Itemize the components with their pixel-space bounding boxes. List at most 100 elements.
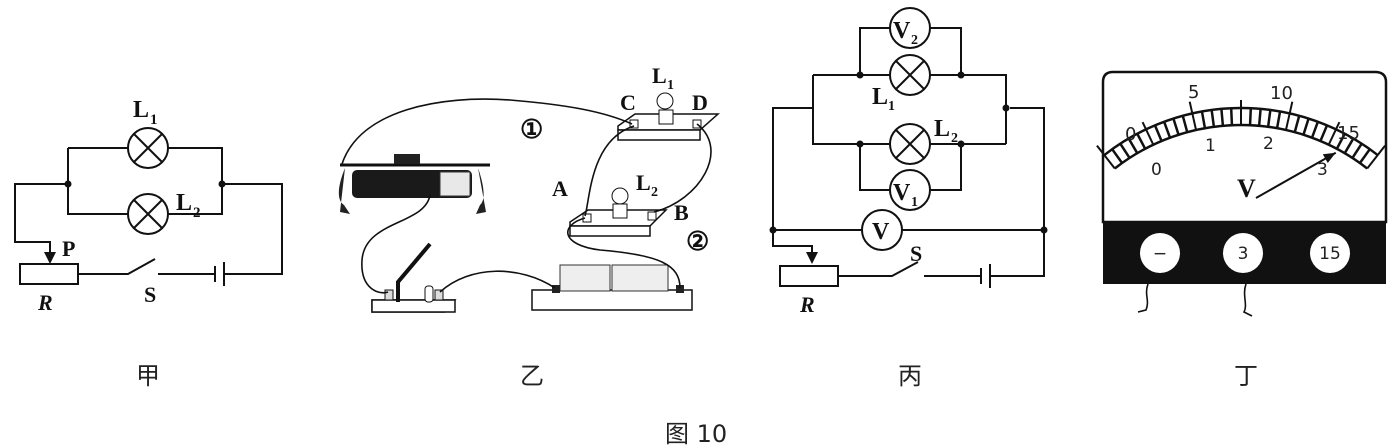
label-wire-2: ② xyxy=(686,227,709,256)
terminal-15v-label: 15 xyxy=(1319,244,1341,264)
switch-icon xyxy=(78,258,215,275)
label-bing-l1: L xyxy=(872,84,888,110)
unit-label: V xyxy=(1237,174,1256,203)
battery-icon xyxy=(214,262,225,286)
label-r: R xyxy=(799,292,815,317)
label-wire-1: ① xyxy=(520,115,543,144)
knife-switch xyxy=(371,242,457,313)
lower-tick-2: 2 xyxy=(1263,134,1274,154)
scale-tick xyxy=(1358,148,1371,164)
label-s: S xyxy=(144,282,156,307)
slider-arrow-icon xyxy=(806,252,818,264)
label-bing-l2: L xyxy=(934,116,950,142)
label-l2-sub: 2 xyxy=(193,205,201,221)
scale-tick xyxy=(1275,111,1282,129)
circuit-jia: L 1 L 2 P R S xyxy=(14,97,283,315)
upper-tick-10: 10 xyxy=(1270,83,1293,104)
outer-loop xyxy=(772,107,1045,231)
label-s: S xyxy=(910,241,922,266)
scale-tick xyxy=(1302,118,1310,136)
label-v: V xyxy=(872,219,890,245)
label-r: R xyxy=(37,290,53,315)
wire-c-to-a xyxy=(584,125,635,217)
label-bing-l1-sub: 1 xyxy=(888,99,895,114)
label-bing-l2-sub: 2 xyxy=(951,131,958,146)
label-d: D xyxy=(692,90,708,115)
label-b: B xyxy=(674,200,689,225)
wire-d-to-b xyxy=(653,123,712,213)
scale-tick xyxy=(1127,137,1139,154)
rheostat-device xyxy=(338,154,490,214)
scale-tick xyxy=(1111,148,1124,164)
scale-tick xyxy=(1293,115,1301,133)
lower-tick-0: 0 xyxy=(1151,160,1162,180)
scale-tick xyxy=(1136,133,1147,150)
scale-tick xyxy=(1200,111,1207,129)
scale-tick xyxy=(1351,142,1363,159)
terminal-15v[interactable] xyxy=(1310,233,1350,273)
scale-tick xyxy=(1335,133,1346,150)
parallel-branches xyxy=(67,147,223,215)
wire-return xyxy=(222,183,283,275)
scale-tick xyxy=(1162,121,1172,139)
scale-tick xyxy=(1257,108,1262,126)
lower-tick-3: 3 xyxy=(1317,160,1328,180)
upper-tick-5: 5 xyxy=(1188,82,1199,103)
label-p: P xyxy=(62,236,75,261)
scale-tick xyxy=(1153,124,1163,142)
scale-tick xyxy=(1096,144,1116,170)
label-yi-l2-sub: 2 xyxy=(651,185,658,200)
v2-branch xyxy=(859,27,962,75)
terminal-negative-label: − xyxy=(1153,244,1167,264)
terminal-3v[interactable] xyxy=(1223,233,1263,273)
circuit-yi: C D L 1 A L 2 B ① ② xyxy=(338,63,720,313)
scale-tick xyxy=(1248,108,1253,126)
scale-tick xyxy=(1172,118,1180,136)
meter-scale xyxy=(1096,100,1386,170)
label-l2: L xyxy=(176,190,192,216)
lead-wire xyxy=(1242,283,1253,317)
scale-arc xyxy=(1114,123,1368,170)
label-v2-sub: 2 xyxy=(911,33,918,48)
caption-bing: 丙 xyxy=(898,362,922,390)
voltmeter-dial: V 0 5 10 15 0 1 2 3 − 3 15 xyxy=(1096,70,1388,317)
needle-arrowhead-icon xyxy=(1322,152,1336,163)
slider-arrow-icon xyxy=(44,252,56,264)
circuit-bing: V 2 L 1 L 2 V 1 V R S xyxy=(769,7,1048,317)
scale-tick xyxy=(1229,108,1234,126)
scale-tick xyxy=(1319,124,1329,142)
terminal-negative[interactable] xyxy=(1140,233,1180,273)
label-v1-sub: 1 xyxy=(911,195,918,210)
wire-rheostat-switch xyxy=(361,194,431,294)
figure-caption: 图 10 xyxy=(665,420,727,448)
scale-tick xyxy=(1181,115,1189,133)
wire-to-slider xyxy=(14,183,68,258)
needle-line xyxy=(1255,151,1337,199)
scale-tick xyxy=(1310,121,1320,139)
label-yi-l1-sub: 1 xyxy=(667,78,674,93)
scale-tick xyxy=(1220,108,1225,126)
scale-tick xyxy=(1366,144,1386,170)
label-v1: V xyxy=(893,180,911,206)
label-v2: V xyxy=(893,18,911,44)
label-c: C xyxy=(620,90,636,115)
wire-1 xyxy=(341,98,633,165)
caption-yi: 乙 xyxy=(520,362,544,390)
scale-tick xyxy=(1141,121,1155,146)
scale-tick xyxy=(1188,101,1198,131)
terminal-3v-label: 3 xyxy=(1238,244,1249,264)
scale-tick xyxy=(1266,109,1272,127)
v1-branch xyxy=(859,144,962,191)
switch-icon xyxy=(838,261,981,277)
label-yi-l2: L xyxy=(636,170,651,195)
rheostat-icon xyxy=(19,263,79,285)
lead-wire xyxy=(1137,283,1149,313)
caption-ding: 丁 xyxy=(1234,362,1258,390)
upper-tick-0: 0 xyxy=(1125,124,1136,145)
meter-needle xyxy=(1255,151,1337,199)
battery-icon xyxy=(980,264,991,288)
label-a: A xyxy=(552,176,568,201)
lower-tick-1: 1 xyxy=(1205,136,1216,156)
voltmeter-v1-icon xyxy=(889,169,931,211)
